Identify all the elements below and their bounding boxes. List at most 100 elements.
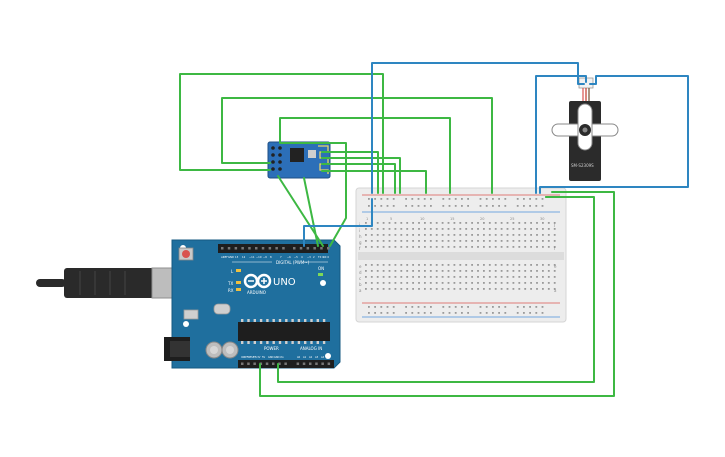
esp-pin[interactable] (271, 160, 275, 164)
wire-esp-to-arduino[interactable] (279, 142, 347, 247)
breadboard-hole (512, 288, 515, 290)
usb-cable[interactable] (36, 267, 183, 299)
mounting-hole (325, 353, 331, 359)
breadboard-hole (471, 222, 473, 224)
esp-pin[interactable] (278, 160, 282, 164)
breadboard-hole (412, 246, 414, 248)
breadboard-hole (453, 222, 456, 224)
rail-hole (529, 306, 531, 308)
breadboard-hole (376, 288, 379, 290)
row-label-a-right: a (554, 288, 557, 293)
breadboard-hole (530, 288, 532, 290)
breadboard-hole (530, 240, 532, 242)
breadboard-hole (447, 288, 450, 290)
digital-header[interactable] (218, 244, 328, 253)
wire-esp-to-breadboard[interactable] (221, 97, 493, 194)
esp-pin[interactable] (278, 153, 282, 157)
rail-hole (461, 306, 463, 308)
header-hole (296, 362, 300, 365)
breadboard-hole (418, 282, 420, 284)
esp-pin[interactable] (278, 167, 282, 171)
breadboard-hole (435, 282, 438, 284)
servo-motor[interactable]: SM-S2309S (551, 77, 619, 181)
header-hole (247, 362, 250, 365)
wire-esp-to-breadboard[interactable] (321, 151, 379, 194)
breadboard-hole (424, 288, 426, 290)
breadboard-hole (441, 282, 444, 284)
breadboard-hole (500, 222, 503, 224)
rail-hole (368, 306, 370, 308)
rail-hole (535, 312, 538, 314)
breadboard-hole (500, 282, 503, 284)
breadboard-hole (506, 222, 509, 224)
wire-breadboard-to-arduino-gnd[interactable] (259, 191, 615, 397)
breadboard-hole (494, 240, 497, 242)
breadboard-hole (453, 234, 456, 236)
breadboard-hole (376, 264, 379, 266)
reset-button[interactable] (182, 250, 190, 258)
breadboard-hole (382, 234, 385, 236)
rail-hole (417, 198, 420, 200)
pin-label-a2: A2 (309, 356, 313, 359)
row-label-i: i (359, 228, 360, 233)
wire-breadboard-to-arduino-5v[interactable] (277, 196, 595, 383)
pin-label-vin: Vin (280, 356, 284, 359)
wire-esp-to-breadboard[interactable] (321, 157, 401, 194)
breadboard-hole (512, 246, 515, 248)
breadboard-hole (530, 234, 532, 236)
breadboard-hole (424, 276, 426, 278)
rail-hole (498, 205, 500, 207)
rail-hole (454, 312, 457, 314)
rail-hole (479, 198, 482, 200)
wire-esp-to-arduino[interactable] (303, 177, 319, 247)
arduino-uno-board[interactable]: DIGITAL (PWM~) AREF GND 13 12 ~11 ~10 ~9… (164, 239, 341, 369)
breadboard-hole (471, 264, 473, 266)
rail-hole (479, 312, 482, 314)
breadboard-hole (441, 246, 444, 248)
rail-hole (405, 198, 407, 200)
breadboard-hole (412, 222, 414, 224)
breadboard-hole (512, 282, 515, 284)
breadboard-hole (418, 234, 420, 236)
esp-pin[interactable] (271, 146, 275, 150)
chip-pin (310, 341, 313, 344)
breadboard-hole (483, 264, 485, 266)
breadboard-hole (500, 228, 503, 230)
wire-servo-ground-to-breadboard[interactable] (371, 62, 585, 194)
breadboard-hole (441, 276, 444, 278)
esp-pin[interactable] (271, 167, 275, 171)
rail-hole (541, 198, 544, 200)
wire-esp-to-breadboard[interactable] (279, 117, 451, 194)
rail-hole (392, 306, 395, 308)
esp-pin[interactable] (271, 153, 275, 157)
header-hole (253, 362, 256, 365)
breadboard-hole (376, 246, 379, 248)
breadboard-hole (536, 282, 538, 284)
esp-pin[interactable] (278, 146, 282, 150)
chip-pin (322, 319, 326, 322)
wire-servo-to-breadboard[interactable] (539, 75, 689, 194)
breadboard-hole (553, 246, 556, 248)
esp8266-wifi-module[interactable] (267, 141, 331, 179)
rail-hole (454, 205, 457, 207)
rail-hole (523, 306, 525, 308)
breadboard-hole (453, 264, 456, 266)
wire-esp-to-breadboard[interactable] (179, 73, 384, 194)
breadboard-hole (512, 276, 515, 278)
breadboard-hole (418, 276, 420, 278)
pin-label-reset: RESET (248, 356, 256, 359)
rail-hole (516, 205, 519, 207)
led-label-tx: TX (227, 281, 233, 286)
breadboard-hole (418, 228, 420, 230)
usb-plug-housing (64, 268, 154, 298)
breadboard-hole (488, 288, 491, 290)
wire-servo-power-to-breadboard[interactable] (535, 75, 587, 194)
pin-label-6: ~6 (287, 255, 291, 259)
atmega-chip-pins (241, 319, 326, 344)
breadboard-hole (418, 270, 420, 272)
wire-breadboard-to-arduino[interactable] (303, 198, 373, 247)
breadboard[interactable]: j i h g f e d c b a j f e a 1 5 10 15 20… (355, 187, 567, 323)
pin-label-a5: A5 (327, 356, 331, 359)
row-label-a: a (359, 288, 362, 293)
wire-esp-to-breadboard[interactable] (321, 170, 427, 194)
